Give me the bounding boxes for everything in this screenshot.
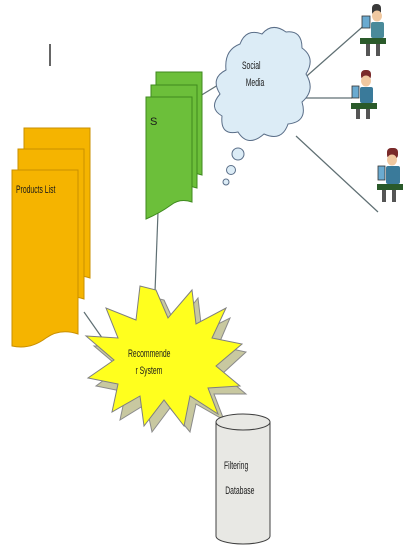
- database-line-2: Database: [225, 484, 255, 497]
- cloud-tail-3: [222, 178, 230, 186]
- filtering-database-cylinder: [215, 413, 271, 545]
- recommender-system-starburst: [84, 285, 248, 434]
- social-media-line-1: Social: [242, 60, 261, 72]
- cloud-tail-2: [226, 165, 236, 175]
- social-media-line-2: Media: [245, 76, 265, 89]
- products-list-document-stack: [11, 127, 91, 348]
- recommender-system-label: Recommende r System: [128, 346, 170, 379]
- recommender-line-2: r System: [135, 364, 163, 377]
- s-doc-front: [145, 96, 193, 220]
- user-at-computer-icon: [377, 148, 403, 202]
- database-line-1: Filtering: [224, 460, 249, 472]
- cloud-tail-1: [231, 147, 245, 161]
- products-list-label: Products List: [16, 184, 56, 196]
- s-label: S: [150, 116, 158, 128]
- user-at-computer-icon: [360, 4, 386, 56]
- social-media-label: Social Media: [242, 58, 264, 91]
- products-doc-front: [11, 169, 79, 348]
- connector-social-user-3: [295, 135, 379, 213]
- connector-s-recommender: [154, 211, 159, 293]
- cylinder-body: [215, 422, 271, 545]
- cloud-shape: [214, 27, 311, 141]
- user-at-computer-icon: [351, 70, 377, 119]
- starburst-shape: [84, 285, 244, 428]
- cylinder-top: [215, 413, 271, 431]
- filtering-database-label: Filtering Database: [224, 458, 254, 499]
- s-document-stack: [145, 71, 203, 220]
- recommender-line-1: Recommende: [128, 348, 171, 360]
- connector-social-user-1: [299, 21, 369, 83]
- social-media-cloud: [214, 27, 311, 186]
